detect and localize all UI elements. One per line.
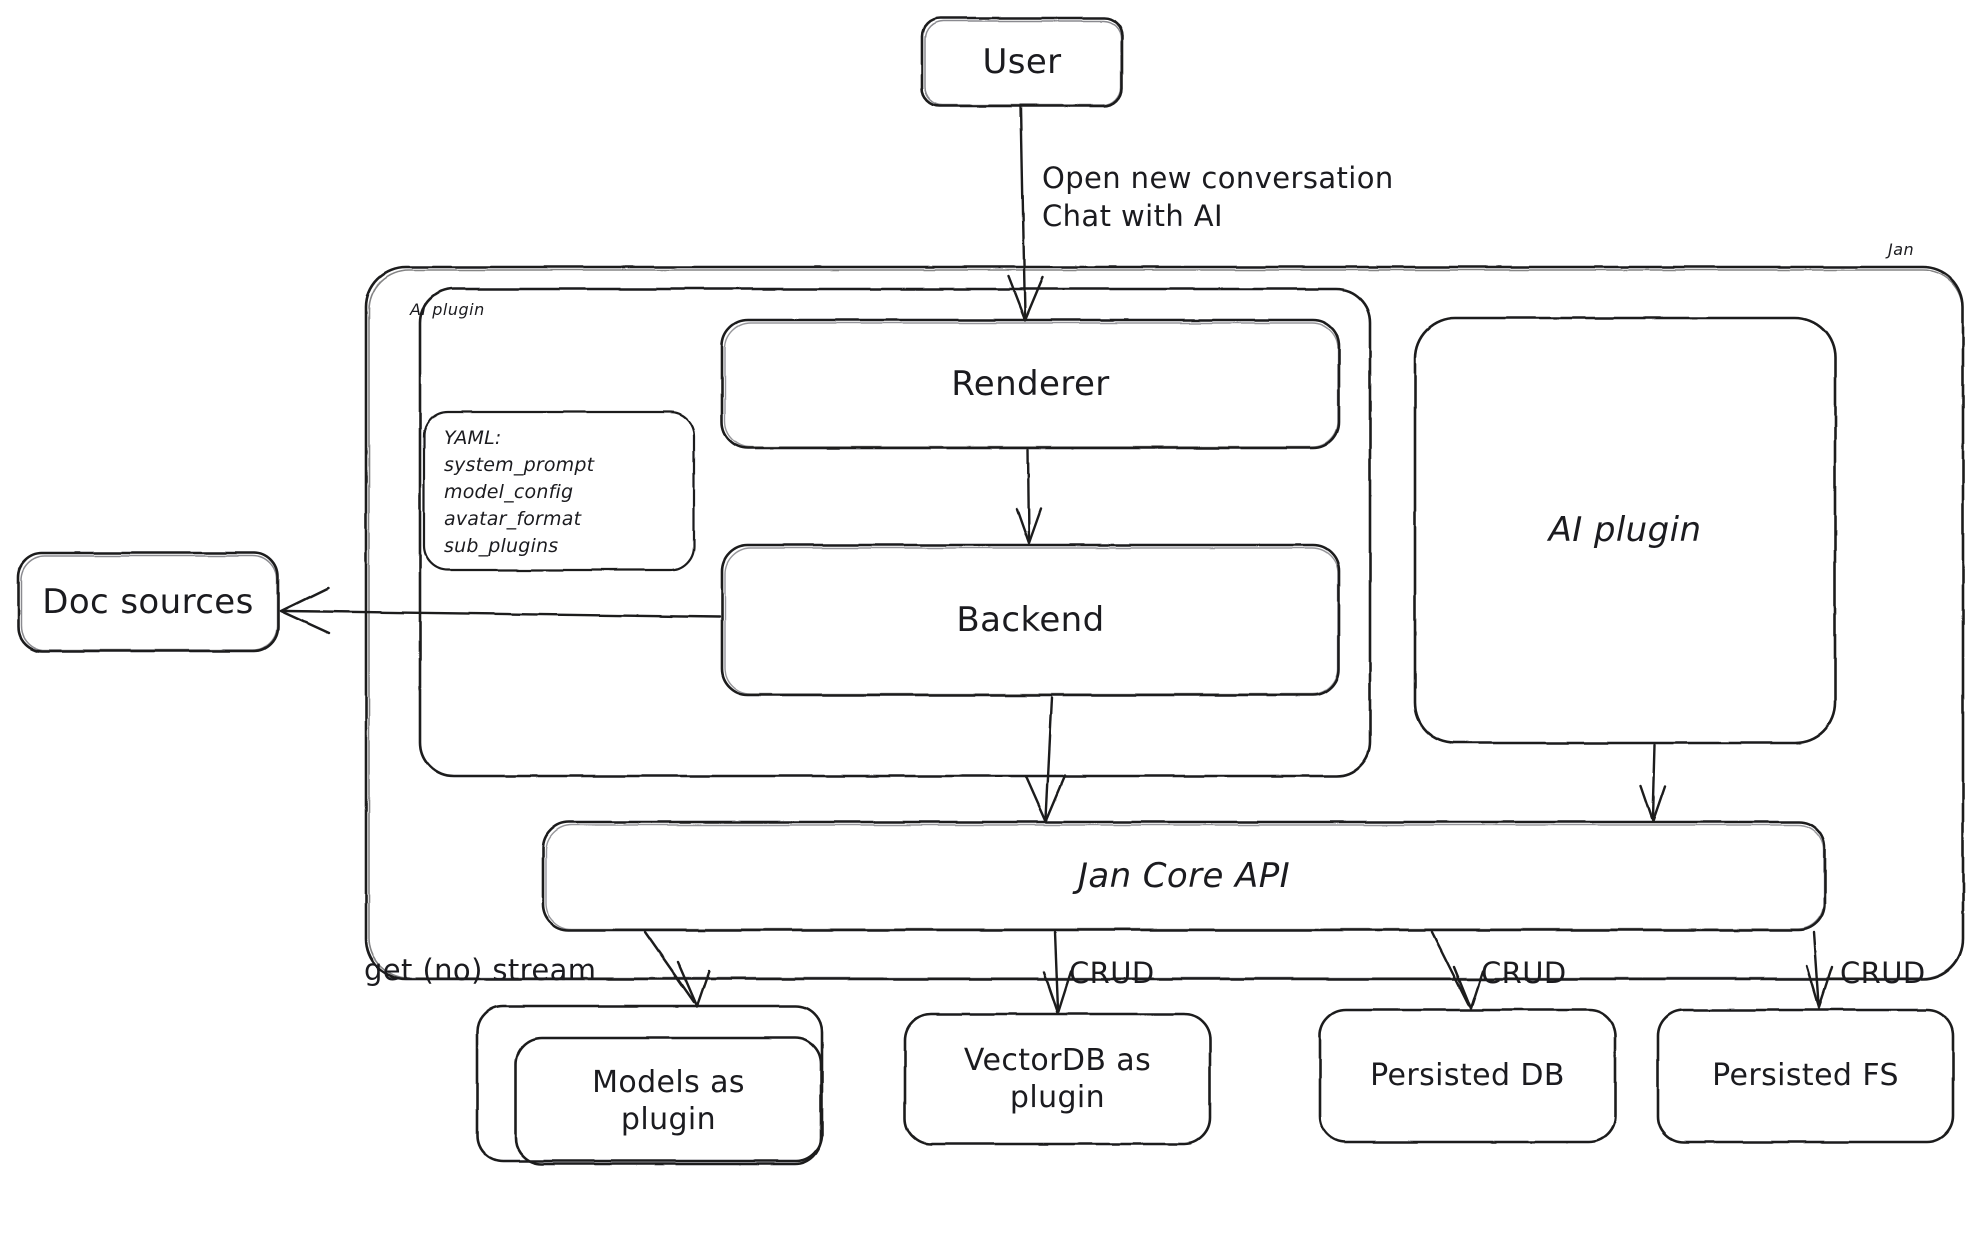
arrow-backend-to-docsources bbox=[279, 586, 722, 635]
arrow-core-to-models bbox=[643, 930, 711, 1008]
edge-label-crud-persisteddb: CRUD bbox=[1481, 956, 1567, 990]
user-box-shape bbox=[920, 16, 1124, 108]
vectordb-plugin-shape bbox=[903, 1012, 1212, 1146]
doc-sources-shape bbox=[16, 551, 280, 653]
yaml-card-shape bbox=[422, 410, 696, 572]
arrow-renderer-to-backend bbox=[1015, 448, 1043, 545]
jan-container-shape bbox=[364, 265, 1965, 981]
renderer-box-shape bbox=[720, 318, 1341, 450]
arrow-aiplugin-to-core bbox=[1639, 743, 1667, 823]
edge-label-user-to-renderer: Open new conversation Chat with AI bbox=[1042, 161, 1394, 233]
arrow-user-to-renderer bbox=[1006, 105, 1045, 322]
persisted-db-shape bbox=[1318, 1008, 1617, 1144]
group-label-jan: Jan bbox=[1888, 240, 1915, 259]
arrow-core-to-persistedfs bbox=[1805, 930, 1834, 1009]
models-plugin-shape bbox=[475, 1004, 824, 1166]
edge-label-crud-persistedfs: CRUD bbox=[1840, 956, 1926, 990]
backend-box-shape bbox=[720, 543, 1341, 697]
edge-label-get-no-stream: get (no) stream bbox=[364, 953, 597, 987]
ai-plugin-group-shape bbox=[418, 287, 1372, 778]
yaml-config-card: YAML: system_prompt model_config avatar_… bbox=[444, 427, 595, 557]
arrow-core-to-vectordb bbox=[1042, 930, 1073, 1015]
edge-label-crud-vectordb: CRUD bbox=[1069, 956, 1155, 990]
persisted-fs-shape bbox=[1656, 1008, 1955, 1144]
ai-plugin-box-shape bbox=[1413, 316, 1837, 745]
arrow-core-to-persisteddb bbox=[1430, 930, 1485, 1011]
jan-core-api-shape bbox=[541, 820, 1827, 932]
arrow-backend-to-core bbox=[1024, 695, 1067, 823]
group-label-ai-plugin: AI plugin bbox=[410, 300, 485, 319]
